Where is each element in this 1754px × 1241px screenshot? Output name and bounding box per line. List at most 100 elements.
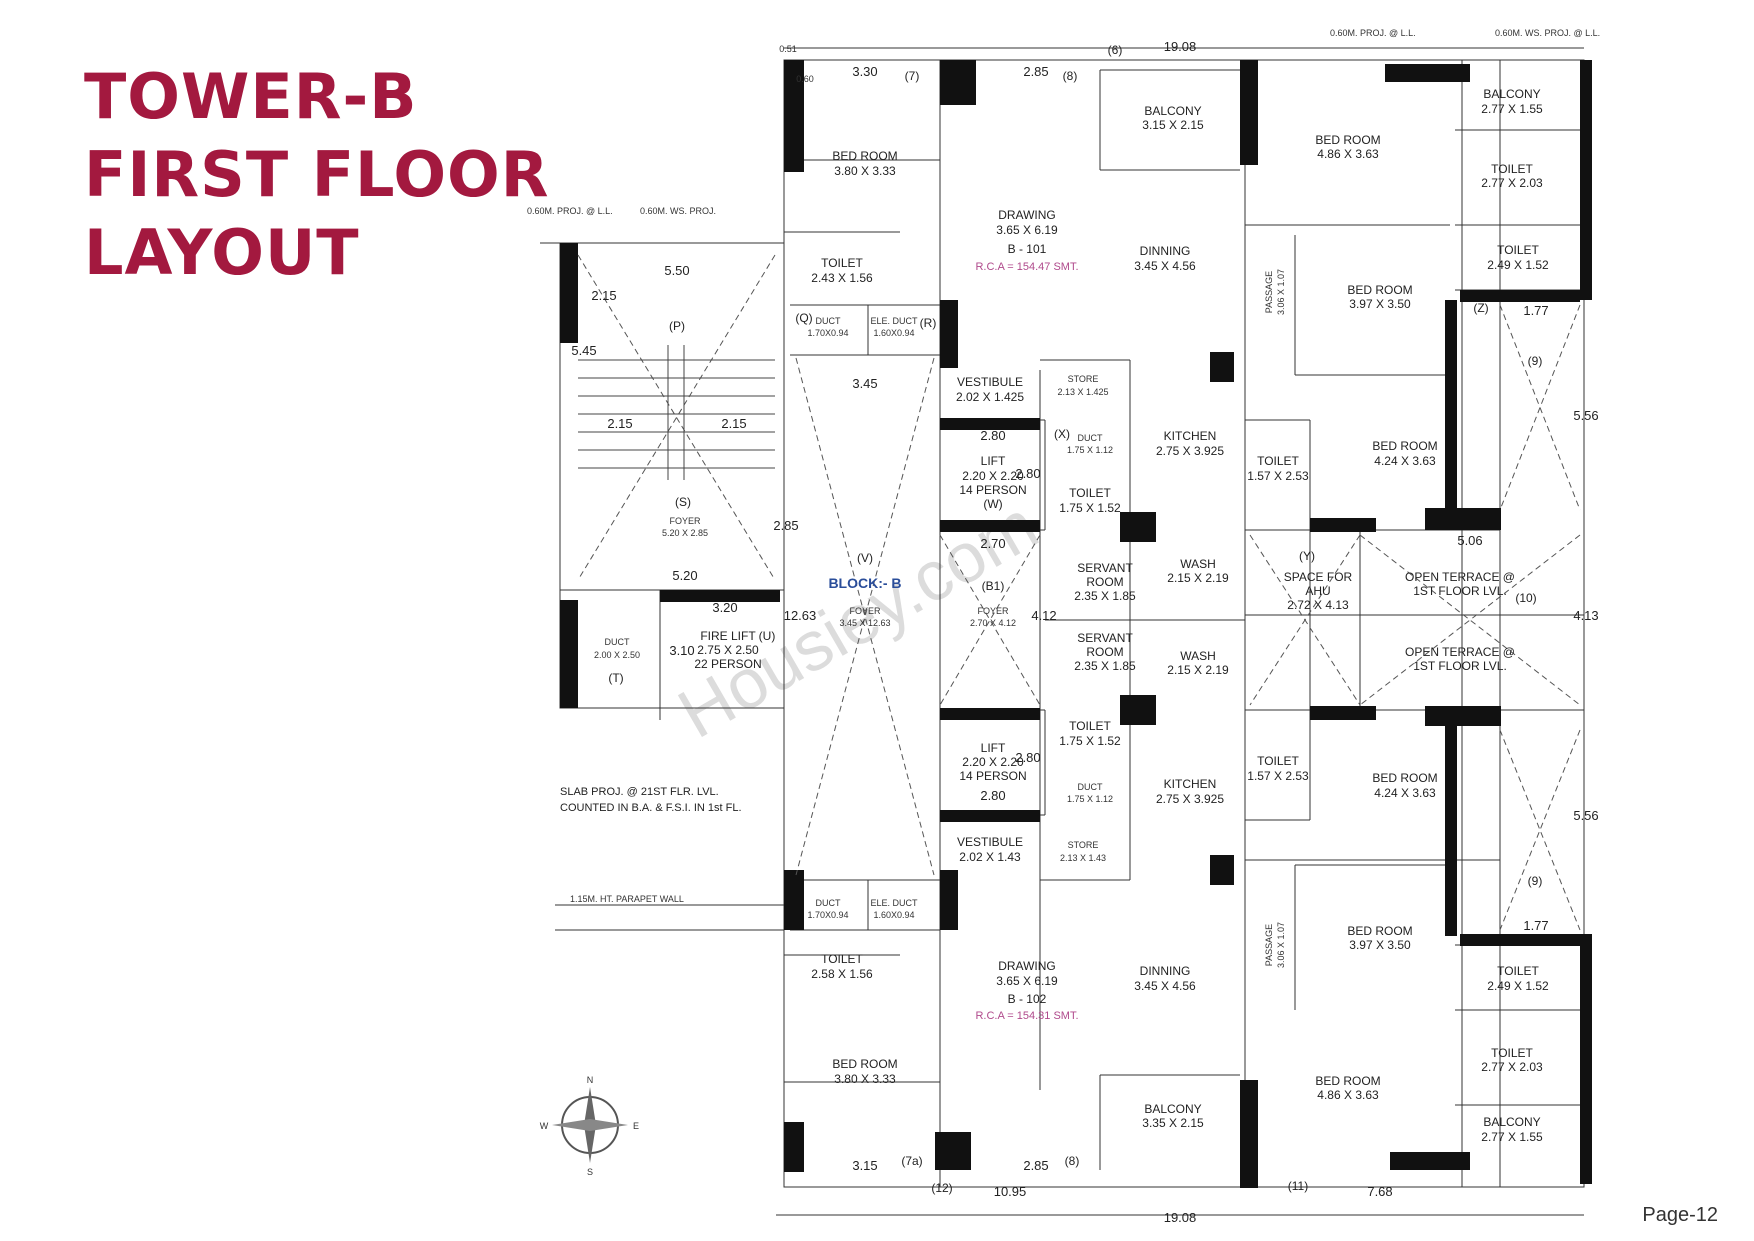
room-ele-duct-bot: ELE. DUCT xyxy=(870,898,918,908)
room-balcony-top-mid-size: 3.15 X 2.15 xyxy=(1142,118,1204,132)
marker-r: (R) xyxy=(920,316,937,330)
svg-text:N: N xyxy=(587,1075,594,1085)
page-title: TOWER-B FIRST FLOOR LAYOUT xyxy=(84,58,550,292)
dim-215b: 2.15 xyxy=(721,416,746,431)
room-drawing-top-size: 3.65 X 6.19 xyxy=(996,223,1058,237)
room-vestibule-bot: VESTIBULE xyxy=(957,835,1023,849)
dim-768: 7.68 xyxy=(1367,1184,1392,1199)
marker-t: (T) xyxy=(608,671,623,685)
room-bed-bot-right-size: 4.86 X 3.63 xyxy=(1317,1088,1379,1102)
room-toilet-175-bot: TOILET xyxy=(1069,719,1111,733)
marker-w: (W) xyxy=(983,497,1002,511)
dim-overall-width: 19.08 xyxy=(1164,1210,1197,1225)
marker-6: (6) xyxy=(1108,43,1123,57)
dim-310: 3.10 xyxy=(669,643,694,658)
room-toilet-bot-left: TOILET xyxy=(821,952,863,966)
room-toilet-tr2-size: 2.49 X 1.52 xyxy=(1487,258,1549,272)
marker-9b: (9) xyxy=(1528,874,1543,888)
room-bed-424-top-size: 4.24 X 3.63 xyxy=(1374,454,1436,468)
dim-556a: 5.56 xyxy=(1573,408,1598,423)
room-toilet-br1-size: 2.77 X 2.03 xyxy=(1481,1060,1543,1074)
dim-285b: 2.85 xyxy=(1023,1158,1048,1173)
marker-p: (P) xyxy=(669,319,685,333)
title-line-1: TOWER-B xyxy=(84,60,418,133)
room-wash-top-size: 2.15 X 2.19 xyxy=(1167,571,1229,585)
room-bed-top-right: BED ROOM xyxy=(1315,133,1380,147)
room-toilet-br2: TOILET xyxy=(1497,964,1539,978)
dim-280b-v: 2.80 xyxy=(1015,750,1040,765)
room-toilet-175-top: TOILET xyxy=(1069,486,1111,500)
room-bed-397-top-size: 3.97 X 3.50 xyxy=(1349,297,1411,311)
room-passage-bot: PASSAGE xyxy=(1264,924,1274,966)
room-kitchen-bot: KITCHEN xyxy=(1164,777,1217,791)
room-store-top: STORE xyxy=(1068,374,1099,384)
dim-177a: 1.77 xyxy=(1523,303,1548,318)
marker-z: (Z) xyxy=(1473,301,1488,315)
title-line-3: LAYOUT xyxy=(84,216,360,289)
dim-060: 0.60 xyxy=(796,74,814,84)
room-bed-top-left-size: 3.80 X 3.33 xyxy=(834,164,896,178)
room-balcony-top-right: BALCONY xyxy=(1483,87,1540,101)
room-lift-bot-size: 2.20 X 2.20 xyxy=(962,755,1024,769)
room-terrace-top: OPEN TERRACE @ xyxy=(1405,570,1515,584)
room-store-bot-size: 2.13 X 1.43 xyxy=(1060,853,1106,863)
room-wash-bot-size: 2.15 X 2.19 xyxy=(1167,663,1229,677)
marker-q: (Q) xyxy=(795,311,812,325)
room-bed-424-bot-size: 4.24 X 3.63 xyxy=(1374,786,1436,800)
marker-10: (10) xyxy=(1515,591,1536,605)
marker-12: (12) xyxy=(931,1181,952,1195)
room-lift-bot-cap: 14 PERSON xyxy=(959,769,1026,783)
room-toilet-175-bot-size: 1.75 X 1.52 xyxy=(1059,734,1121,748)
room-dinning-bot: DINNING xyxy=(1140,964,1191,978)
room-dinning-top-size: 3.45 X 4.56 xyxy=(1134,259,1196,273)
room-toilet-top-left: TOILET xyxy=(821,256,863,270)
room-terrace-top-2: 1ST FLOOR LVL. xyxy=(1413,584,1507,598)
room-bed-bot-left: BED ROOM xyxy=(832,1057,897,1071)
room-duct-x-bot-size: 1.75 X 1.12 xyxy=(1067,794,1113,804)
marker-7a: (7a) xyxy=(901,1154,922,1168)
marker-8: (8) xyxy=(1063,69,1078,83)
room-servant-bot: SERVANT xyxy=(1077,631,1133,645)
room-vestibule-bot-size: 2.02 X 1.43 xyxy=(959,850,1021,864)
compass-rose-icon: N E S W xyxy=(540,1075,639,1177)
room-passage-bot-size: 3.06 X 1.07 xyxy=(1276,922,1286,968)
page-number: Page-12 xyxy=(1642,1204,1718,1226)
title-line-2: FIRST FLOOR xyxy=(84,138,550,211)
room-bed-397-bot-size: 3.97 X 3.50 xyxy=(1349,938,1411,952)
marker-x: (X) xyxy=(1054,427,1070,441)
marker-8b: (8) xyxy=(1065,1154,1080,1168)
room-toilet-bot-left-size: 2.58 X 1.56 xyxy=(811,967,873,981)
room-store-top-size: 2.13 X 1.425 xyxy=(1057,387,1108,397)
note-ws-proj-top-right: 0.60M. WS. PROJ. @ L.L. xyxy=(1495,28,1600,38)
room-dinning-top: DINNING xyxy=(1140,244,1191,258)
dim-315: 3.15 xyxy=(852,1158,877,1173)
note-slab-2: COUNTED IN B.A. & F.S.I. IN 1st FL. xyxy=(560,802,742,814)
svg-text:E: E xyxy=(633,1121,639,1131)
room-servant-top: SERVANT xyxy=(1077,561,1133,575)
room-servant-top-size: 2.35 X 1.85 xyxy=(1074,589,1136,603)
dim-320: 3.20 xyxy=(712,600,737,615)
room-duct-t-size: 2.00 X 2.50 xyxy=(594,650,640,660)
marker-9a: (9) xyxy=(1528,354,1543,368)
marker-7: (7) xyxy=(905,69,920,83)
room-terrace-bot: OPEN TERRACE @ xyxy=(1405,645,1515,659)
room-bed-top-right-size: 4.86 X 3.63 xyxy=(1317,147,1379,161)
room-duct-x-bot: DUCT xyxy=(1078,782,1103,792)
dim-1263: 12.63 xyxy=(784,608,817,623)
room-ele-duct-bot-size: 1.60X0.94 xyxy=(873,910,914,920)
room-drawing-bot: DRAWING xyxy=(998,959,1056,973)
room-kitchen-top-size: 2.75 X 3.925 xyxy=(1156,444,1224,458)
room-duct-q-bot: DUCT xyxy=(816,898,841,908)
dim-285: 2.85 xyxy=(1023,64,1048,79)
dim-413: 4.13 xyxy=(1573,608,1598,623)
room-wash-top: WASH xyxy=(1180,557,1216,571)
room-toilet-top-left-size: 2.43 X 1.56 xyxy=(811,271,873,285)
room-toilet-tr2: TOILET xyxy=(1497,243,1539,257)
room-toilet-157-top-size: 1.57 X 2.53 xyxy=(1247,469,1309,483)
room-balcony-bot-mid: BALCONY xyxy=(1144,1102,1201,1116)
room-foyer-v: FOYER xyxy=(849,606,881,616)
unit-b101-rca: R.C.A = 154.47 SMT. xyxy=(975,261,1078,273)
marker-v: (V) xyxy=(857,551,873,565)
dim-285-v: 2.85 xyxy=(773,518,798,533)
room-terrace-bot-2: 1ST FLOOR LVL. xyxy=(1413,659,1507,673)
